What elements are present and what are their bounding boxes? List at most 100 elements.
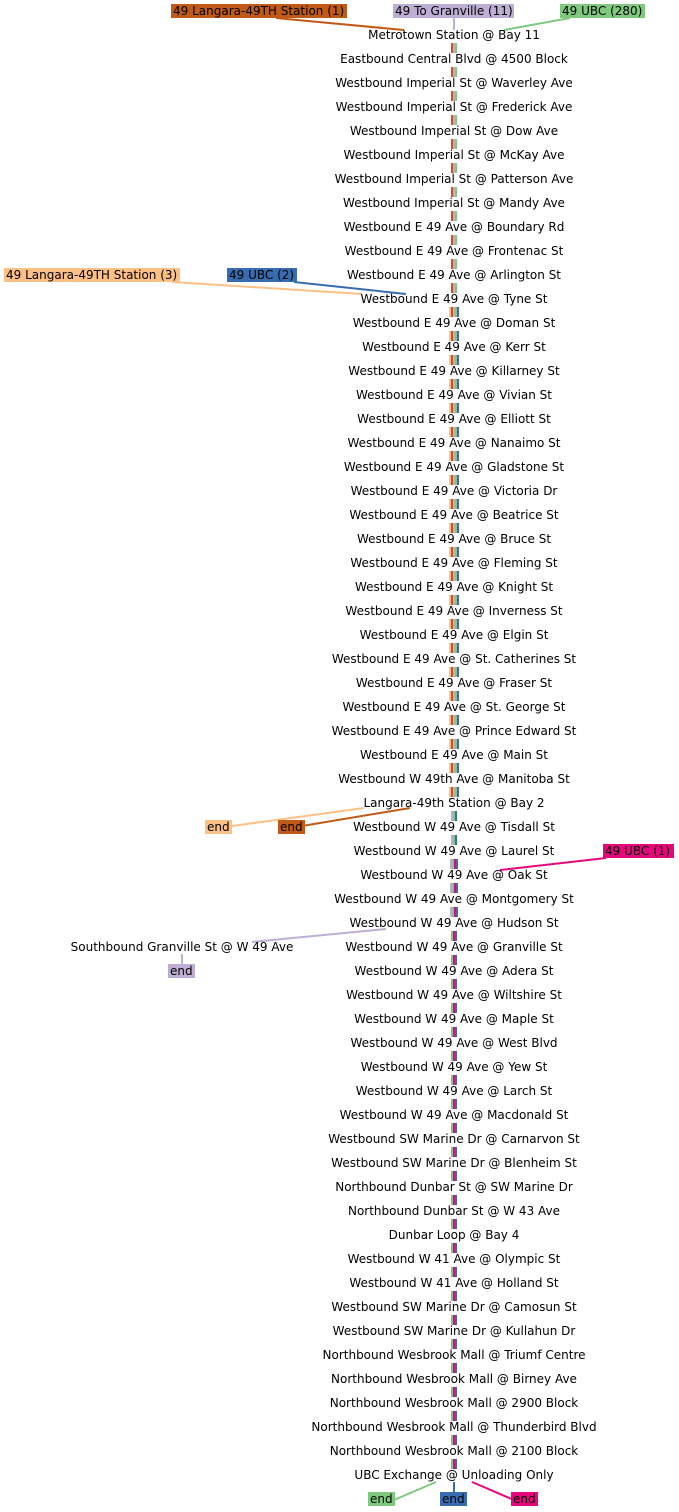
stop-label: UBC Exchange @ Unloading Only	[354, 1468, 553, 1482]
segment-stripe-ubc2	[455, 1243, 457, 1253]
segment-stripe-ubc2	[455, 811, 457, 821]
segment-stripe-granville11	[453, 571, 455, 581]
segment-stripe-langara1	[451, 763, 453, 773]
segment-stripe-langara1	[451, 43, 453, 53]
segment-stripe-langara1	[451, 667, 453, 677]
segment-stripe-ubc1	[453, 1099, 455, 1109]
segment-stripe-granville11	[453, 403, 455, 413]
route-label-ubc2: 49 UBC (2)	[227, 268, 297, 282]
segment-stripe-langara1	[451, 451, 453, 461]
stop-label: Westbound Imperial St @ Frederick Ave	[336, 100, 573, 114]
segment-stripe-granville11	[453, 355, 455, 365]
segment-stripe-ubc280	[455, 163, 457, 173]
segment-stripe-ubc2	[455, 931, 457, 941]
svg-text:end: end	[442, 1492, 465, 1506]
stop-label: Westbound W 49 Ave @ Larch St	[356, 1084, 553, 1098]
segment-stripe-ubc1	[454, 859, 456, 869]
segment-stripe-langara3	[449, 379, 451, 389]
stop-label: Westbound Imperial St @ Dow Ave	[350, 124, 558, 138]
stop-label: Westbound E 49 Ave @ Elliott St	[357, 412, 551, 426]
segment-stripe-ubc2	[457, 715, 459, 725]
segment-stripe-ubc280	[455, 643, 457, 653]
segment-stripe-ubc280	[455, 307, 457, 317]
segment-stripe-ubc2	[457, 355, 459, 365]
segment-stripe-ubc280	[452, 883, 454, 893]
stop-label: Westbound W 49 Ave @ Tisdall St	[353, 820, 555, 834]
segment-stripe-langara1	[451, 163, 453, 173]
segment-stripe-ubc1	[453, 1123, 455, 1133]
segment-stripe-granville11	[453, 331, 455, 341]
connector-langara1-start	[275, 17, 405, 31]
segment-stripe-ubc280	[455, 91, 457, 101]
segment-stripe-ubc280	[451, 1411, 453, 1421]
segment-stripe-ubc1	[453, 955, 455, 965]
route-label-langara3: 49 Langara-49TH Station (3)	[4, 268, 180, 282]
segment-stripe-ubc280	[451, 1219, 453, 1229]
segment-stripe-ubc280	[451, 1075, 453, 1085]
segment-stripe-langara1	[451, 379, 453, 389]
segment-stripe-ubc280	[451, 1291, 453, 1301]
segment-stripe-langara3	[449, 643, 451, 653]
stop-label: Westbound SW Marine Dr @ Camosun St	[331, 1300, 577, 1314]
stop-label: Northbound Wesbrook Mall @ Thunderbird B…	[311, 1420, 596, 1434]
svg-text:49 UBC (1): 49 UBC (1)	[605, 844, 670, 858]
end-label-granville11: end	[168, 964, 195, 978]
end-labels: end end end end end end	[168, 820, 538, 1506]
segment-stripe-ubc2	[455, 1027, 457, 1037]
segment-stripe-ubc2	[457, 379, 459, 389]
segment-stripe-ubc2	[455, 955, 457, 965]
segment-stripe-langara1	[451, 67, 453, 77]
segment-stripe-langara1	[451, 643, 453, 653]
segment-stripe-langara3	[449, 595, 451, 605]
segment-stripe-ubc280	[455, 211, 457, 221]
stop-label: Westbound SW Marine Dr @ Carnarvon St	[328, 1132, 580, 1146]
segment-stripe-ubc280	[451, 979, 453, 989]
segment-stripe-ubc280	[455, 523, 457, 533]
segment-stripe-ubc1	[453, 1387, 455, 1397]
connector-ubc1-start	[499, 857, 607, 871]
segment-stripe-langara1	[451, 235, 453, 245]
segment-stripe-langara1	[451, 475, 453, 485]
segment-stripe-ubc1	[453, 1291, 455, 1301]
segment-stripe-ubc2	[455, 1051, 457, 1061]
svg-text:end: end	[170, 964, 193, 978]
segment-stripe-ubc1	[453, 1003, 455, 1013]
segment-stripe-ubc2	[457, 643, 459, 653]
segment-stripe-ubc2	[455, 1219, 457, 1229]
segment-stripe-granville11	[450, 907, 452, 917]
segment-stripe-ubc2	[455, 1003, 457, 1013]
segment-stripe-ubc2	[456, 883, 458, 893]
stop-label: Westbound SW Marine Dr @ Blenheim St	[331, 1156, 577, 1170]
segment-stripe-ubc2	[456, 859, 458, 869]
segment-stripe-ubc280	[455, 667, 457, 677]
stop-label: Westbound Imperial St @ Mandy Ave	[343, 196, 565, 210]
segment-stripe-langara1	[451, 571, 453, 581]
segment-stripe-langara3	[449, 739, 451, 749]
segment-stripe-langara1	[451, 715, 453, 725]
segment-stripe-langara1	[451, 787, 453, 797]
segment-stripe-ubc2	[457, 499, 459, 509]
segment-stripe-ubc1	[453, 1459, 455, 1469]
svg-text:49 UBC (2): 49 UBC (2)	[229, 268, 294, 282]
segment-stripe-ubc2	[457, 475, 459, 485]
segment-stripe-langara1	[451, 691, 453, 701]
segment-stripe-ubc1	[453, 931, 455, 941]
connector-langara3-start	[171, 281, 363, 295]
segment-stripe-ubc280	[451, 1339, 453, 1349]
segment-stripe-ubc1	[453, 1315, 455, 1325]
route-label-ubc1: 49 UBC (1)	[603, 844, 674, 858]
segment-stripe-ubc1	[453, 979, 455, 989]
segment-stripe-granville11	[453, 427, 455, 437]
segment-stripe-granville11	[453, 619, 455, 629]
segment-stripe-langara1	[451, 91, 453, 101]
segment-stripe-langara1	[451, 283, 453, 293]
segment-stripe-ubc280	[451, 1315, 453, 1325]
segment-stripe-ubc280	[452, 907, 454, 917]
stop-label: Westbound W 49 Ave @ Montgomery St	[334, 892, 574, 906]
segment-stripe-ubc2	[457, 547, 459, 557]
segment-stripe-ubc1	[453, 1195, 455, 1205]
segment-stripe-granville11	[453, 259, 455, 269]
stop-label: Westbound Imperial St @ Waverley Ave	[335, 76, 573, 90]
stop-label: Westbound E 49 Ave @ Inverness St	[345, 604, 562, 618]
connector-langara1-end	[301, 807, 411, 827]
